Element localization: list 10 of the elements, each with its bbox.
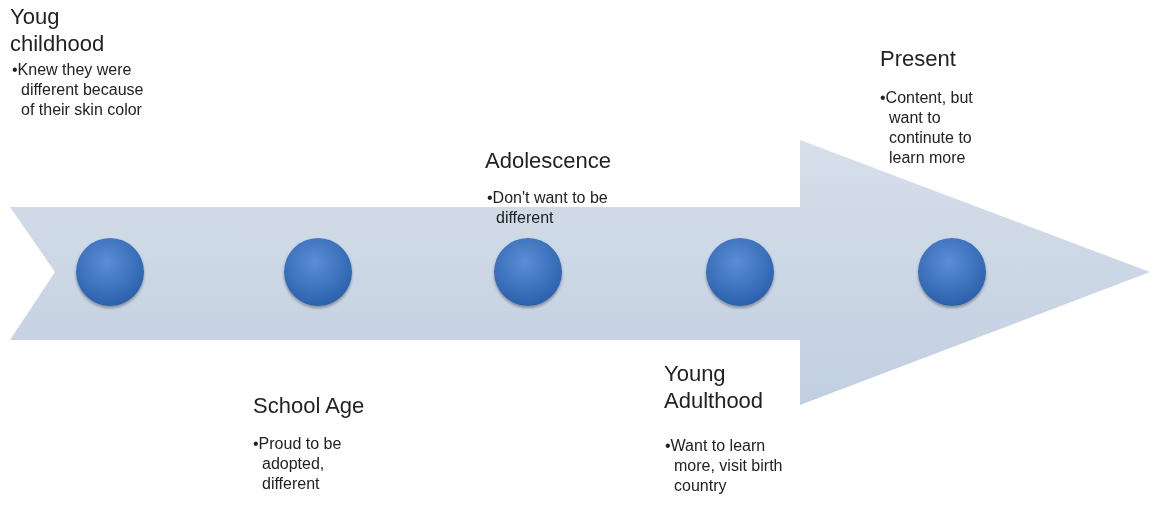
bullet-text: •Don't want to be different [487, 188, 609, 228]
stage-heading: Adolescence [485, 147, 612, 174]
stage-heading: Youg childhood [10, 3, 106, 57]
bullet-text: •Content, but want to continute to learn more [880, 88, 974, 168]
stage-heading: School Age [253, 392, 366, 419]
bullet-text: •Knew they were different because of their skin color [12, 60, 145, 120]
stage-heading: Present [880, 45, 957, 72]
stage-heading: Young Adulthood [664, 360, 765, 414]
bullet-text: •Proud to be adopted, different [253, 434, 343, 494]
bullet-text: •Want to learn more, visit birth country [665, 436, 784, 496]
